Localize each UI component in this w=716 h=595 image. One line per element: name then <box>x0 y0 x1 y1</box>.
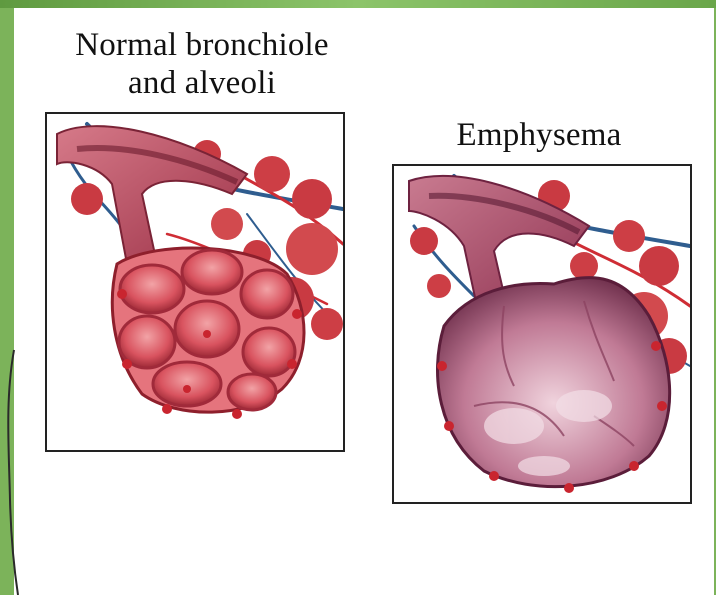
emphysema-label: Emphysema <box>412 116 666 154</box>
normal-alveoli-illustration <box>47 114 343 450</box>
emphysema-alveolar-sac <box>437 278 669 487</box>
normal-label: Normal bronchiole and alveoli <box>18 26 386 102</box>
slide-top-border <box>0 0 716 8</box>
emphysema-figure <box>392 164 692 504</box>
normal-label-line-2: and alveoli <box>18 64 386 102</box>
normal-label-line-1: Normal bronchiole <box>18 26 386 64</box>
normal-alveoli-figure <box>45 112 345 452</box>
emphysema-illustration <box>394 166 690 502</box>
